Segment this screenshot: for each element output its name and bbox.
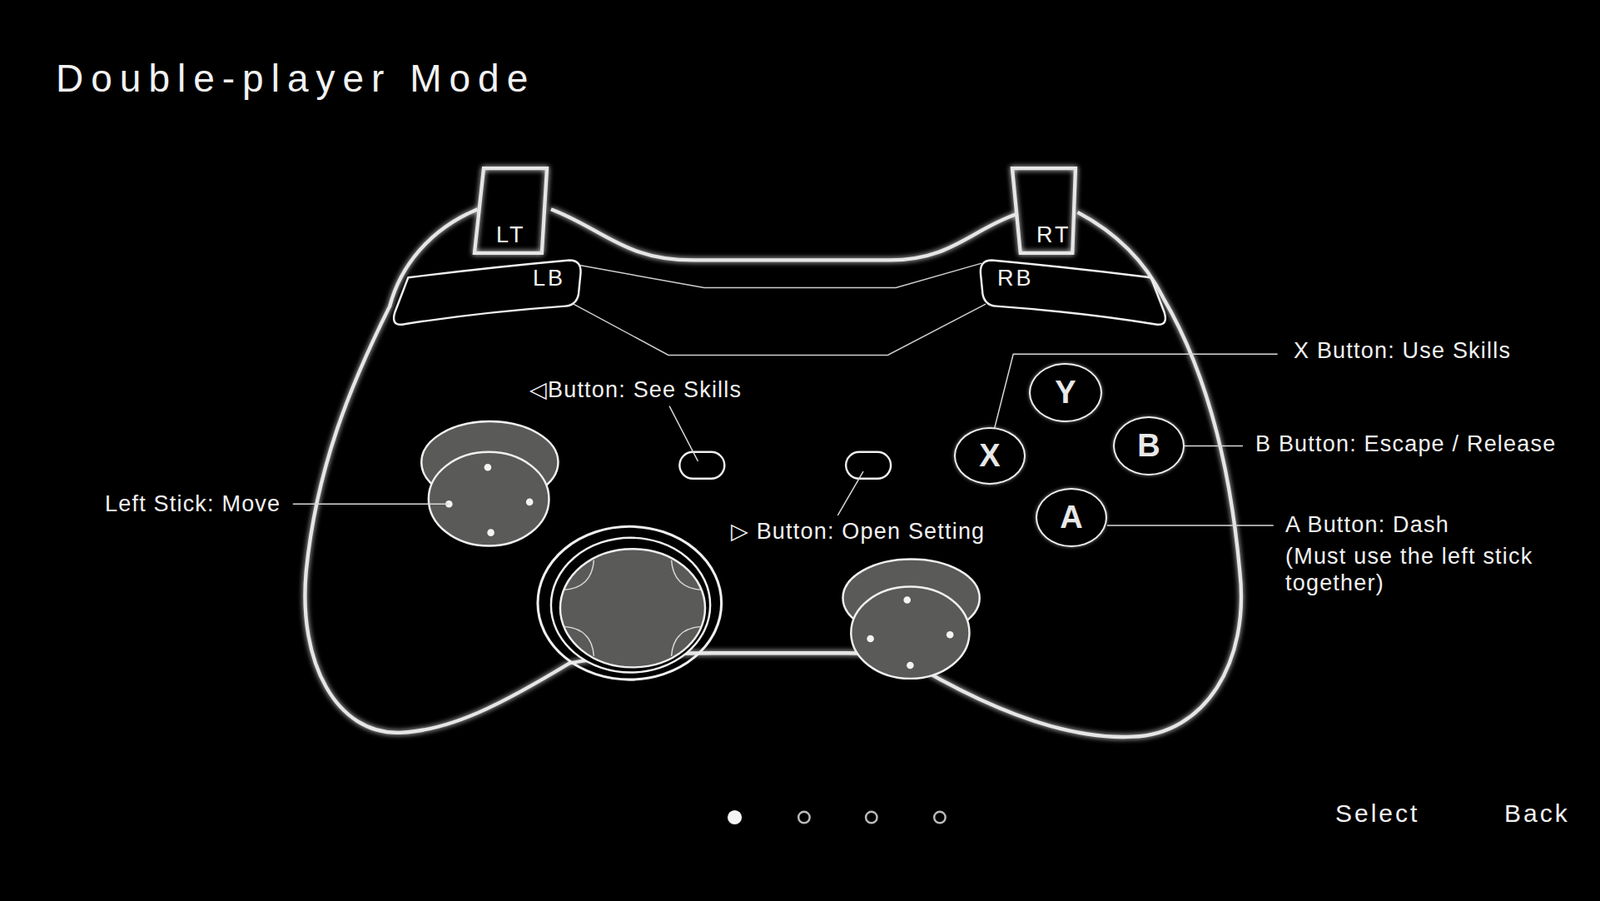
body-line [579,263,982,288]
dot [906,661,915,670]
controller-body [304,168,1242,737]
lt-trigger [474,168,547,254]
shoulder-button: LB [530,263,568,293]
button-name: RT [1036,221,1072,249]
shoulder-button: RB [994,263,1037,293]
face-button: X [954,427,1026,485]
page-dot [798,811,810,823]
arc [564,626,595,656]
button-letter: A [1059,498,1083,537]
page-dot [865,811,877,823]
button-name: RB [997,264,1034,292]
dot [903,596,911,604]
dot [526,498,534,507]
stick-dots [445,463,533,537]
stick-top [428,452,550,547]
leader-lines [293,353,1278,526]
arc [671,560,702,591]
body-line [573,303,986,355]
face-button: Y [1028,362,1103,423]
callout-label: B Button: Escape / Release [1255,430,1556,458]
dot [484,463,492,472]
menu-option: Select [1335,798,1420,829]
menu-button [845,452,891,479]
screen-title: Double-player Mode [55,55,536,102]
shoulder-button: LT [493,220,529,249]
arc [671,626,702,656]
leader-line [1107,524,1274,526]
bumpers [393,259,1166,324]
stick-dots [866,596,954,669]
button-name: LB [532,264,566,292]
body-outline [304,208,1242,737]
view-button [679,452,725,479]
rb-bumper [980,259,1166,324]
callout-label: (Must use the left stick together) [1285,542,1586,597]
dot [946,631,955,639]
callout-label: ▷ Button: Open Setting [730,517,985,545]
dpad-ring [537,526,722,680]
leader-line [837,471,864,516]
callout-label: Left Stick: Move [104,490,281,517]
rt-trigger [1012,168,1076,254]
leader-line [293,503,450,505]
menu-option: Back [1504,798,1571,829]
button-letter: X [978,437,1000,476]
leader-line [669,406,698,462]
d-pad [537,526,722,680]
face-button: B [1113,416,1185,476]
dpad-arcs [564,560,701,656]
leader-line [1184,445,1243,447]
dot [486,528,495,537]
page-dot-active [727,809,742,825]
page-dots [727,809,946,825]
button-letter: B [1137,427,1160,466]
callout-label: ◁Button: See Skills [529,376,742,403]
stick-top [850,586,969,679]
lb-bumper [393,259,581,324]
page-dot [934,811,945,823]
callout-label: A Button: Dash [1285,511,1450,538]
callout-label: X Button: Use Skills [1293,337,1511,364]
dpad-ring [551,537,711,673]
face-button: A [1035,487,1108,547]
shoulder-button: RT [1033,220,1074,249]
button-letter: Y [1054,373,1076,413]
left-stick [421,421,558,546]
body-lines [573,263,986,355]
dpad-face [560,548,706,667]
right-stick [842,559,979,679]
arc [564,560,595,591]
dot [866,635,875,643]
menu-buttons [679,452,891,479]
body-top [551,208,1017,260]
button-name: LT [496,221,527,249]
